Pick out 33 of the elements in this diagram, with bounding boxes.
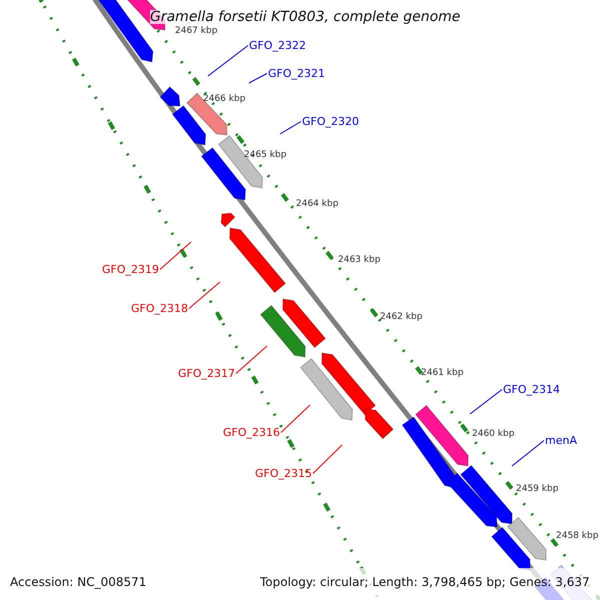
leader-line	[160, 242, 192, 270]
gene-label: GFO_2317	[178, 368, 236, 379]
gene-label: GFO_2321	[268, 68, 326, 79]
scale-label: 2459 kbp	[516, 485, 558, 494]
scale-label: 2466 kbp	[203, 95, 246, 104]
gene-label: GFO_2315	[255, 468, 312, 479]
scale-label: 2460 kbp	[472, 430, 514, 439]
chart-title: Gramella forsetii KT0803, complete genome	[150, 10, 460, 24]
leader-line	[208, 45, 248, 76]
gene-label: GFO_2319	[102, 264, 160, 275]
scale-label: 2465 kbp	[244, 151, 286, 160]
scale-label: 2467 kbp	[175, 27, 218, 36]
leader-line	[280, 121, 302, 134]
leader-line	[248, 73, 268, 84]
scale-label: 2458 kbp	[556, 532, 598, 541]
gene-label: GFO_2316	[223, 427, 280, 438]
scale-label: 2462 kbp	[380, 313, 422, 322]
gene-label: GFO_2318	[131, 303, 188, 314]
scale-label: 2464 kbp	[296, 200, 338, 209]
gene-label: menA	[545, 435, 577, 446]
leader-line	[188, 282, 220, 309]
gene-label: GFO_2320	[302, 116, 360, 127]
accession-label: Accession: NC_008571	[10, 576, 146, 588]
genome-summary: Topology: circular; Length: 3,798,465 bp; Genes: 3,637	[260, 576, 590, 588]
gene-label: GFO_2322	[249, 40, 306, 51]
leader-line	[312, 444, 342, 474]
scale-label: 2461 kbp	[421, 369, 464, 378]
leader-line	[470, 389, 502, 414]
leader-line	[236, 346, 268, 374]
gene-label: GFO_2314	[503, 384, 560, 395]
leader-line	[280, 404, 310, 433]
scale-label: 2463 kbp	[338, 256, 380, 265]
leader-line	[512, 440, 544, 466]
